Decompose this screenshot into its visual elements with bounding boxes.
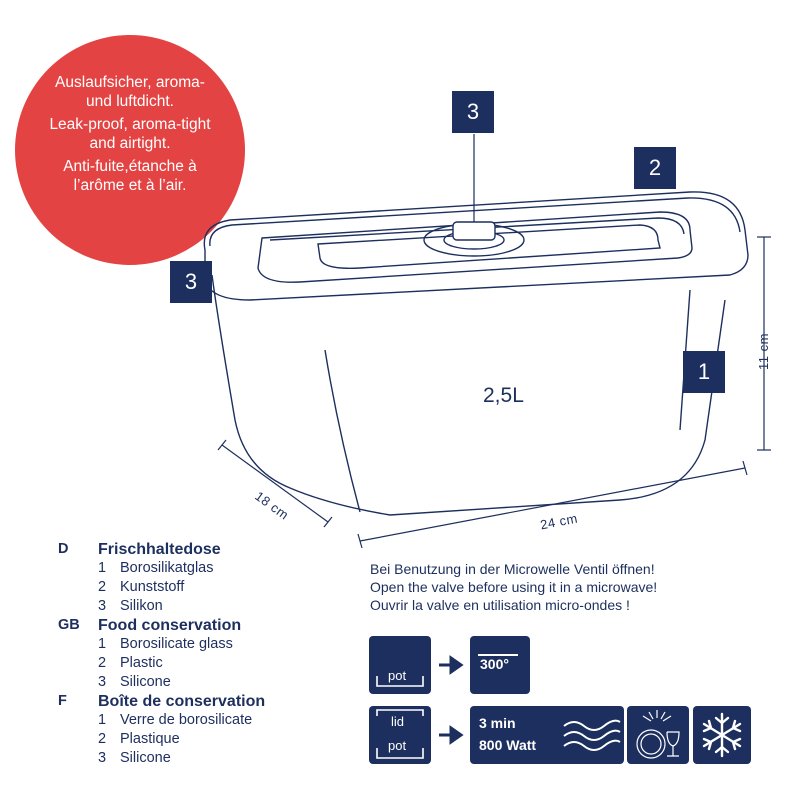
legend-item: Borosilicate glass <box>120 636 233 652</box>
feature-badge: Auslaufsicher, aroma- und luftdicht. Lea… <box>15 35 245 265</box>
legend-item: Plastic <box>120 655 163 671</box>
callout-1-glass: 1 <box>683 351 725 393</box>
lid-label: lid <box>391 714 405 729</box>
freezer-snowflake-icon <box>702 712 742 758</box>
legend-num: 2 <box>98 655 107 671</box>
dimension-height: 11 cm <box>756 333 771 370</box>
legend-item: Plastique <box>120 731 180 747</box>
legend-num: 3 <box>98 674 107 690</box>
legend-title-de: Frischhaltedose <box>98 541 221 558</box>
pot-label-2: pot <box>388 738 407 753</box>
legend-item: Silicone <box>120 674 171 690</box>
dishwasher-icon <box>636 710 680 759</box>
materials-legend: D Frischhaltedose 1 Borosilikatglas 2 Kunst… <box>58 540 265 768</box>
oven-tile: 300° <box>470 636 530 694</box>
microwave-power: 800 Watt <box>479 737 537 753</box>
microwave-time: 3 min <box>479 715 516 731</box>
callout-2-lid: 2 <box>634 147 676 189</box>
pot-icon <box>376 676 424 687</box>
legend-item: Silikon <box>120 598 163 614</box>
legend-item: Borosilikatglas <box>120 560 214 576</box>
pot-tile: pot <box>369 636 431 694</box>
lang-code-gb: GB <box>58 617 80 633</box>
badge-text-de: Auslaufsicher, aroma- und luftdicht. <box>55 74 205 110</box>
legend-num: 3 <box>98 750 107 766</box>
microwave-note-en: Open the valve before using it in a micr… <box>370 579 658 595</box>
badge-text-fr: Anti-fuite,étanche à l’arôme et à l’air. <box>63 158 197 194</box>
legend-num: 1 <box>98 560 107 576</box>
lid-pot-icon <box>376 709 424 759</box>
legend-item: Kunststoff <box>120 579 185 595</box>
legend-num: 1 <box>98 636 107 652</box>
callout-3-seal: 3 <box>170 261 212 303</box>
legend-title-f: Boîte de conservation <box>98 693 266 710</box>
microwave-tile: 3 min 800 Watt <box>470 706 624 764</box>
callout-3-valve: 3 <box>452 91 494 133</box>
microwave-note: Bei Benutzung in der Microwelle Ventil ö… <box>370 560 657 614</box>
lid-pot-tile: lid pot <box>369 706 431 764</box>
capacity-label: 2,5L <box>483 384 524 407</box>
freezer-tile <box>693 706 751 764</box>
legend-num: 1 <box>98 712 107 728</box>
legend-num: 2 <box>98 579 107 595</box>
microwave-note-fr: Ouvrir la valve en utilisation micro-ond… <box>370 597 630 613</box>
legend-num: 3 <box>98 598 107 614</box>
badge-text-en: Leak-proof, aroma-tight and airtight. <box>49 116 211 152</box>
legend-item: Verre de borosilicate <box>120 712 253 728</box>
legend-title-gb: Food conservation <box>98 617 242 634</box>
oven-temp: 300° <box>480 656 509 672</box>
lang-code-de: D <box>58 541 69 557</box>
dishwasher-tile <box>627 706 689 764</box>
arrow-right-icon <box>439 655 464 675</box>
oven-icon <box>478 654 518 656</box>
legend-num: 2 <box>98 731 107 747</box>
legend-item: Silicone <box>120 750 171 766</box>
microwave-waves-icon <box>563 719 621 751</box>
microwave-note-de: Bei Benutzung in der Microwelle Ventil ö… <box>370 561 655 577</box>
lang-code-f: F <box>58 693 67 709</box>
arrow-right-icon <box>439 725 464 745</box>
pot-label: pot <box>388 668 407 683</box>
